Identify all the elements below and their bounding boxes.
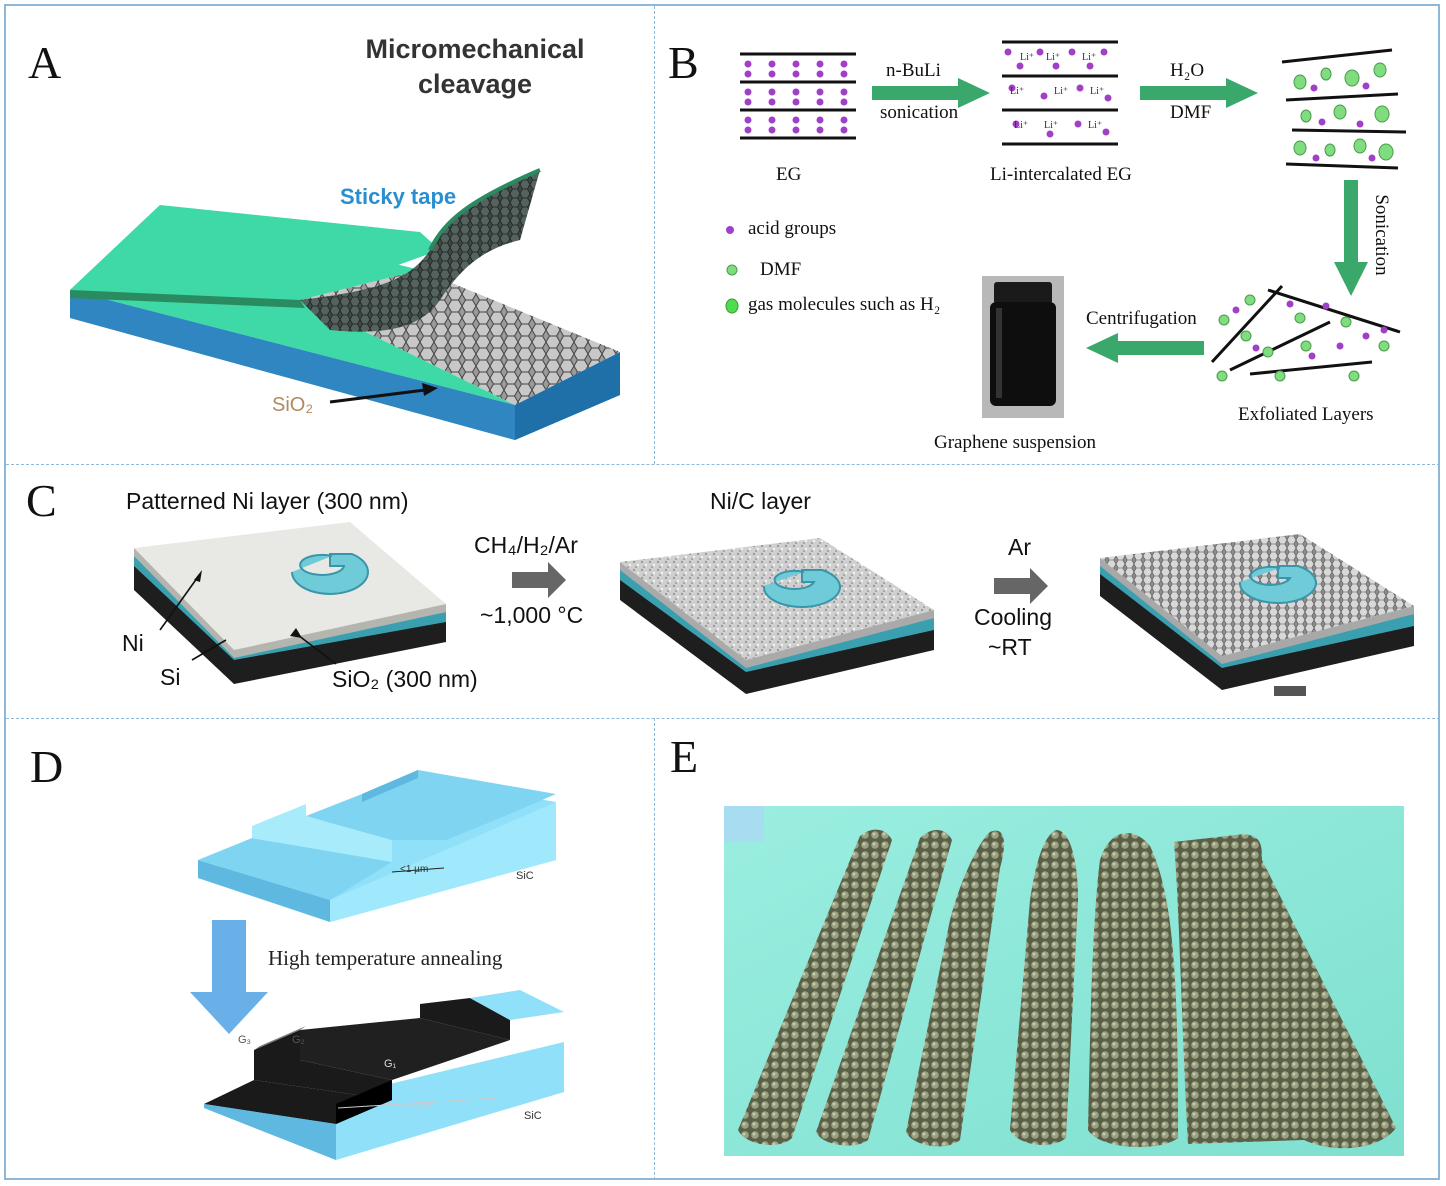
sic-staircase-top (198, 770, 556, 922)
arrow2-top-label: H₂O (1170, 60, 1205, 81)
tape-label: Sticky tape (340, 184, 457, 209)
figure-frame (4, 4, 1440, 1180)
centrifugation-label: Centrifugation (1086, 308, 1197, 329)
li-ion: Li⁺ (1054, 86, 1069, 97)
exfoliated-acid (1232, 300, 1388, 360)
legend-gas-label: gas molecules such as H₂ (748, 294, 941, 315)
eg-stack (740, 52, 856, 140)
arrow-cvd (512, 562, 566, 598)
panel-a-title-line1: Micromechanical (365, 34, 585, 64)
legend-acid-marker (726, 226, 734, 234)
li-ion: Li⁺ (1090, 86, 1105, 97)
arrow1-top-label: n-BuLi (886, 60, 941, 81)
divider-top (654, 6, 655, 464)
exfoliated-dmf (1216, 294, 1390, 382)
panel-b-letter: B (668, 37, 699, 88)
panel-e-letter: E (670, 731, 699, 782)
li-ion: Li⁺ (1010, 86, 1025, 97)
g3-label: G₃ (238, 1034, 252, 1046)
scale-bar (1274, 686, 1306, 696)
li-eg-label: Li-intercalated EG (990, 164, 1132, 185)
panel-a-letter: A (28, 37, 62, 88)
divider-row1 (6, 464, 1440, 465)
li-eg-stack (1002, 40, 1118, 146)
arrow2-bottom-label: DMF (1170, 102, 1212, 123)
legend-gas-marker (725, 298, 739, 314)
arrow-centrifugation (1086, 333, 1204, 363)
li-ion-labels: Li⁺ Li⁺ Li⁺ Li⁺ Li⁺ Li⁺ Li⁺ Li⁺ Li⁺ (1002, 46, 1120, 144)
nanotube-sequence (738, 829, 1396, 1149)
panel-c-letter: C (26, 475, 57, 526)
arrow1-bottom-label: sonication (880, 102, 959, 123)
arrow-annealing (190, 920, 268, 1034)
temperature-label: ~1,000 °C (480, 602, 584, 628)
legend-dmf-label: DMF (760, 259, 802, 280)
cvd-illustration (134, 522, 1414, 696)
annealing-label: High temperature annealing (268, 946, 503, 970)
exfoliation-scheme (725, 40, 1407, 418)
arrow-h2o (1140, 78, 1258, 108)
suspension-label: Graphene suspension (934, 432, 1096, 453)
expanded-stack (1281, 48, 1407, 170)
panel-d-letter: D (30, 741, 64, 792)
step-width-label: <1 µm (400, 864, 429, 875)
sio2-thickness-label: SiO₂ (300 nm) (332, 666, 478, 692)
panel-a-title-line2: cleavage (417, 69, 533, 99)
li-ion: Li⁺ (1088, 120, 1103, 131)
divider-row2 (6, 718, 1440, 719)
chip-graphene (1100, 534, 1414, 690)
legend-dmf-marker (726, 264, 738, 276)
exfoliated-label: Exfoliated Layers (1238, 404, 1374, 425)
cooling-label: Cooling (974, 604, 1052, 630)
rt-label: ~RT (988, 634, 1032, 660)
exfoliated-sheets (1210, 284, 1401, 376)
panel-a-title: Micromechanical cleavage (330, 32, 620, 102)
li-eg-acid-dots (1004, 48, 1112, 138)
sio2-label: SiO₂ (272, 394, 314, 416)
eg-acid-dots (744, 60, 848, 134)
ar-label: Ar (1008, 534, 1031, 560)
li-ion: Li⁺ (1044, 120, 1059, 131)
li-ion: Li⁺ (1014, 120, 1029, 131)
ni-label: Ni (122, 630, 144, 656)
nic-layer-label: Ni/C layer (710, 488, 811, 514)
sic-label-top: SiC (516, 870, 534, 882)
chip-patterned (134, 522, 446, 684)
divider-bottom (654, 718, 655, 1180)
expanded-dmf (1293, 62, 1394, 161)
sic-staircase-bottom (204, 990, 564, 1160)
gas-mix-label: CH₄/H₂/Ar (474, 532, 578, 558)
terrace-width-label: ~3 µm (406, 1100, 435, 1111)
si-label: Si (160, 664, 181, 690)
g2-label: G₂ (292, 1034, 305, 1046)
arrow-cooling (994, 568, 1048, 604)
li-ion: Li⁺ (1046, 52, 1061, 63)
sic-annealing-illustration (190, 770, 564, 1160)
li-ion: Li⁺ (1082, 52, 1097, 63)
cleavage-illustration (70, 168, 620, 440)
chip-nic (620, 538, 934, 694)
arrow-nbuli (872, 78, 990, 108)
eg-label: EG (776, 164, 802, 185)
sic-label-bottom: SiC (524, 1110, 542, 1122)
patterned-ni-label: Patterned Ni layer (300 nm) (126, 488, 409, 514)
expanded-acid (1310, 82, 1376, 162)
g1-label: G₁ (384, 1058, 397, 1070)
legend-acid-label: acid groups (748, 218, 837, 239)
li-ion: Li⁺ (1020, 52, 1035, 63)
arrow-sonication (1334, 180, 1368, 296)
